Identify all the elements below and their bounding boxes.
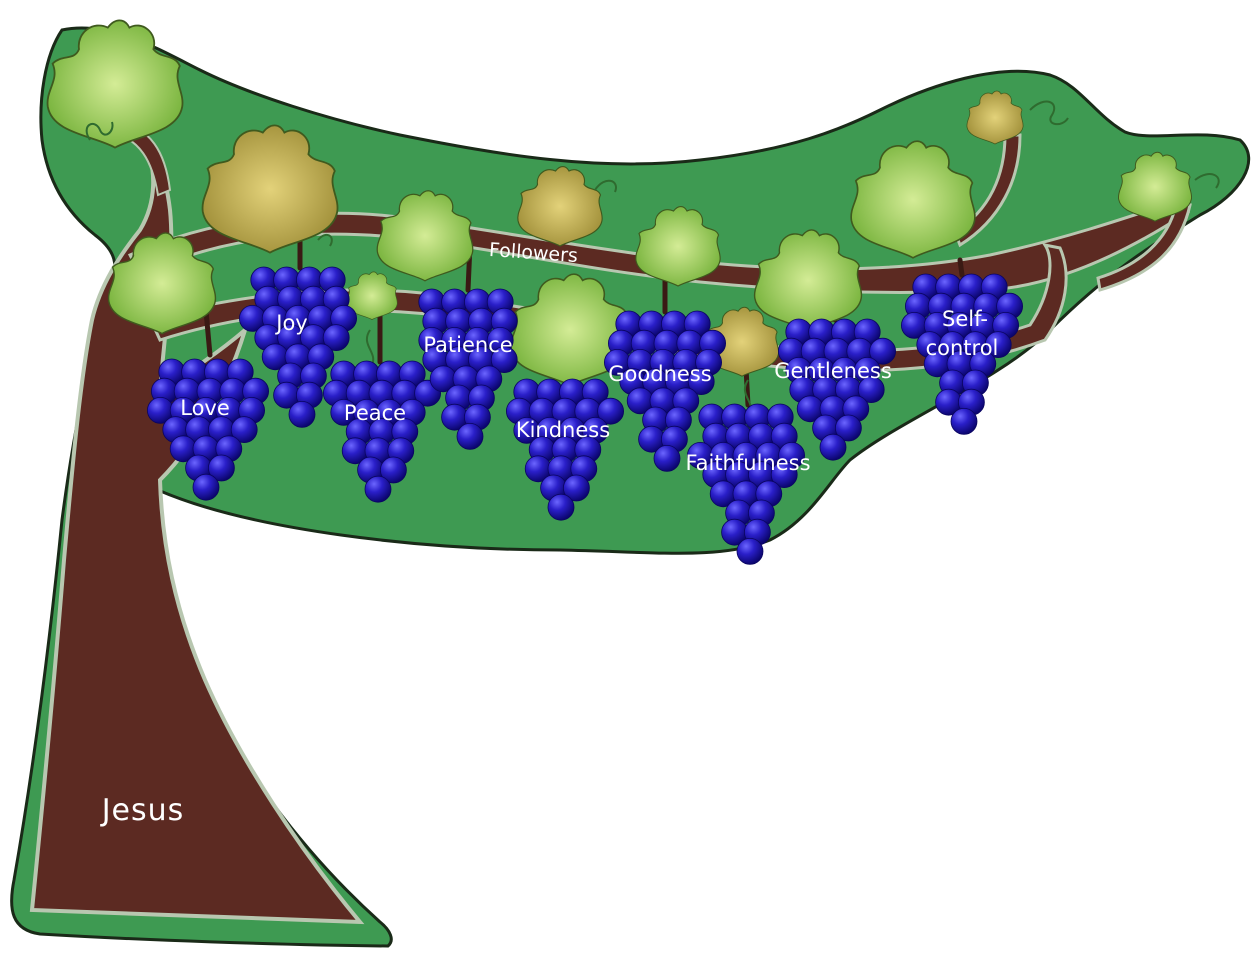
label-self-control-line2: control	[926, 336, 999, 360]
grape	[820, 434, 846, 460]
label-joy: Joy	[274, 311, 307, 335]
grape	[654, 445, 680, 471]
grape	[457, 423, 483, 449]
grape	[737, 538, 763, 564]
label-kindness: Kindness	[516, 418, 610, 442]
label-peace: Peace	[344, 401, 406, 425]
label-jesus: Jesus	[100, 793, 185, 828]
grape	[951, 408, 977, 434]
grape	[289, 401, 315, 427]
label-self-control-line1: Self-	[942, 307, 988, 331]
label-patience: Patience	[423, 333, 512, 357]
grape	[365, 476, 391, 502]
label-gentleness: Gentleness	[774, 359, 892, 383]
grape	[193, 474, 219, 500]
grape	[548, 494, 574, 520]
label-love: Love	[180, 396, 230, 420]
label-goodness: Goodness	[608, 362, 711, 386]
label-faithfulness: Faithfulness	[685, 451, 810, 475]
